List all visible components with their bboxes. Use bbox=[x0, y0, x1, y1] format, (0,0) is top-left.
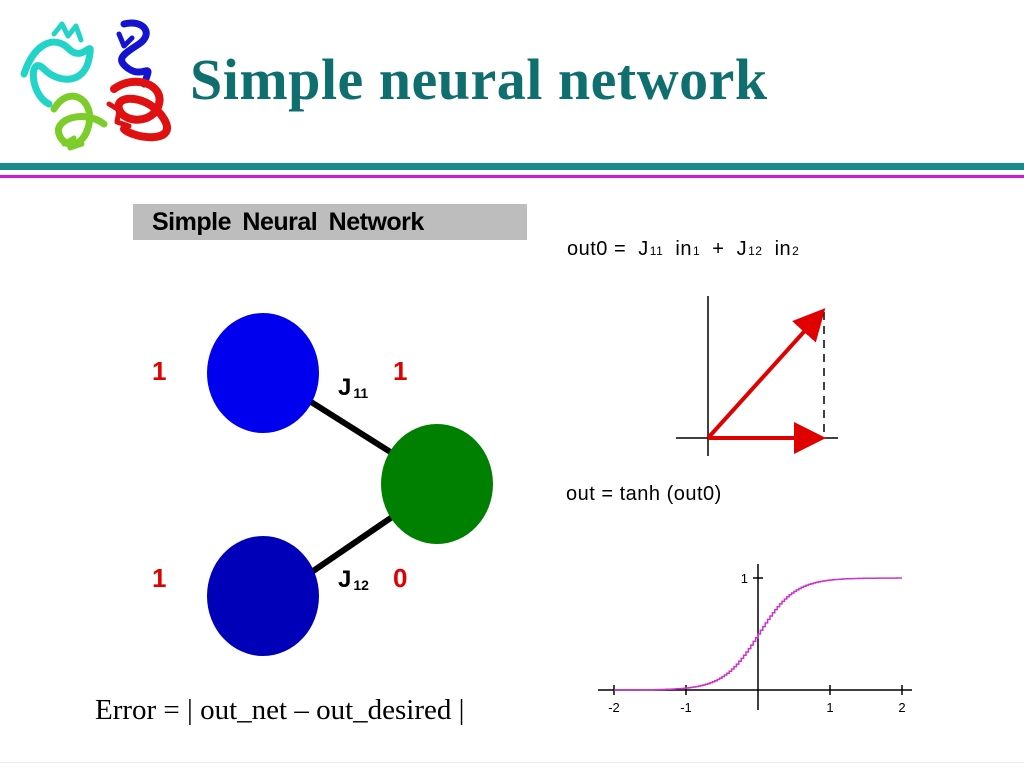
title-divider-teal bbox=[0, 163, 1024, 170]
title-divider-magenta bbox=[0, 175, 1024, 178]
protein-ribbon-logo-icon bbox=[20, 19, 171, 151]
weight-j12-subscript: 12 bbox=[353, 577, 369, 593]
edge-j12 bbox=[298, 510, 400, 583]
input-node-1 bbox=[207, 313, 319, 433]
x-tick-label: -2 bbox=[608, 700, 620, 715]
network-header: Simple Neural Network bbox=[133, 204, 527, 240]
weight-j12-symbol: J bbox=[338, 566, 352, 593]
eq-term2-var-sub: 2 bbox=[792, 244, 800, 258]
vector-diagonal-arrow bbox=[706, 308, 826, 440]
input-1-value: 1 bbox=[152, 356, 167, 386]
activation-equation: out = tanh (out0) bbox=[566, 483, 722, 505]
y-tick-label: 1 bbox=[741, 571, 748, 586]
x-tick-label: 1 bbox=[826, 700, 833, 715]
eq-term1-var: in bbox=[675, 238, 692, 260]
output-node bbox=[381, 424, 493, 544]
eq-term2-weight-sub: 12 bbox=[748, 244, 763, 258]
input-2-value: 1 bbox=[152, 563, 167, 593]
x-tick-label: 2 bbox=[898, 700, 905, 715]
weight-j11-symbol: J bbox=[338, 374, 352, 401]
input-node-2 bbox=[207, 536, 319, 656]
slide-title: Simple neural network bbox=[190, 47, 768, 112]
tanh-chart: -2 -1 1 2 1 bbox=[598, 564, 912, 715]
eq-term1-var-sub: 1 bbox=[692, 244, 701, 258]
eq-term2-var: in bbox=[774, 238, 792, 260]
eq-term1-weight-sub: 11 bbox=[649, 244, 664, 258]
x-tick-label: -1 bbox=[680, 700, 692, 715]
footer-divider bbox=[0, 762, 1024, 763]
tanh-curve bbox=[614, 577, 902, 691]
eq-lhs: out0 = bbox=[567, 238, 627, 260]
error-equation: Error = | out_net – out_desired | bbox=[95, 694, 465, 726]
edge-j11 bbox=[298, 392, 402, 461]
weight-j11-value: 1 bbox=[393, 356, 408, 386]
eq-term1-weight: J bbox=[638, 238, 649, 260]
weight-j11-subscript: 11 bbox=[353, 385, 369, 401]
eq-term2-weight: J bbox=[736, 238, 748, 260]
linear-equation: out0 = J11 in1 + J12 in2 bbox=[567, 238, 799, 261]
eq-plus: + bbox=[712, 238, 725, 260]
weight-j12-value: 0 bbox=[393, 563, 408, 593]
vector-sum-diagram bbox=[676, 296, 838, 456]
